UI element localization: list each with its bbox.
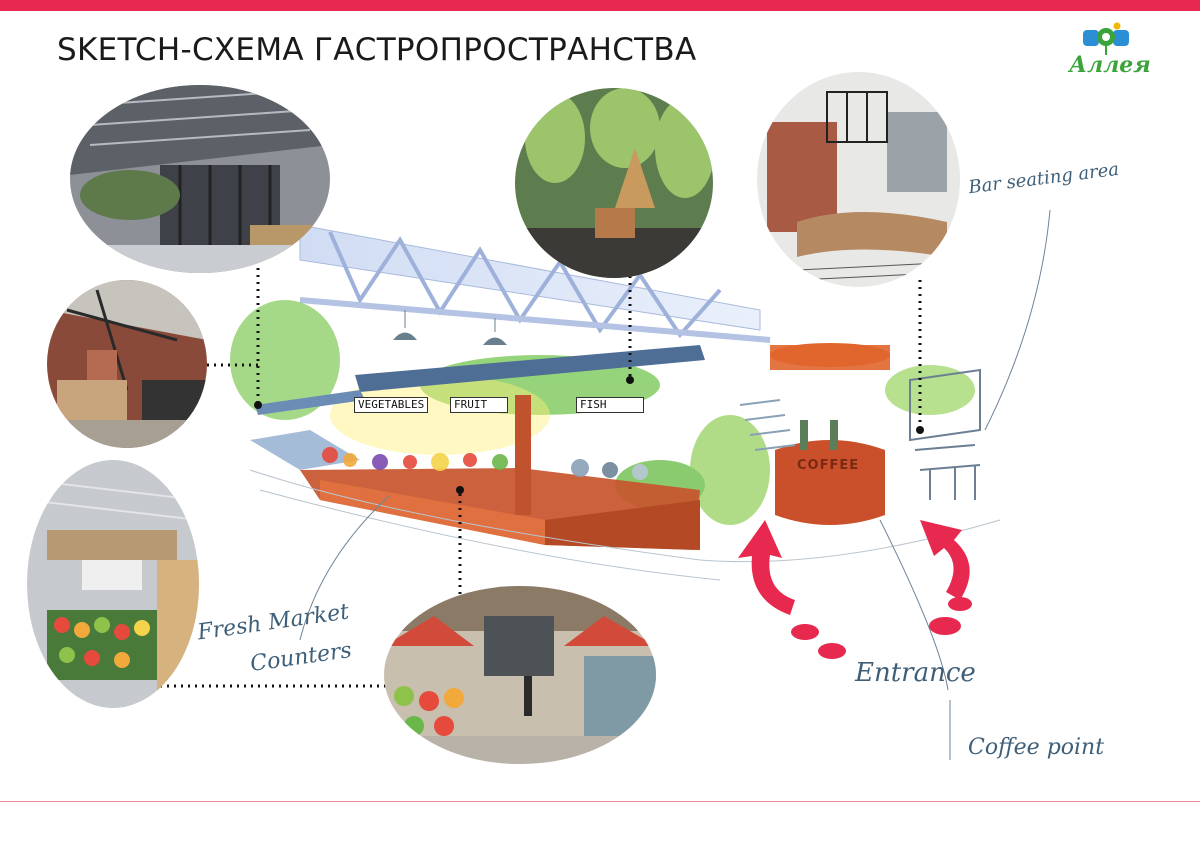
vegetables-sign: VEGETABLES	[354, 397, 429, 413]
alleya-logo: Аллея	[1055, 22, 1165, 82]
entrance-annotation: Entrance	[855, 658, 976, 688]
stairs	[739, 399, 796, 451]
market-counters	[250, 395, 700, 550]
fish-sign: FISH	[576, 397, 644, 413]
coffee-point-annotation: Coffee point	[968, 735, 1105, 760]
bottom-divider	[0, 801, 1200, 802]
logo-mark-icon	[1083, 22, 1129, 55]
photo-connectors	[160, 255, 922, 688]
top-accent-bar	[0, 0, 1200, 11]
entrance-arrows	[738, 520, 972, 659]
roof-truss	[299, 224, 771, 343]
coffee-kiosk-label: COFFEE	[797, 458, 860, 473]
bar-seating	[909, 368, 981, 500]
logo-wordmark: Аллея	[1069, 52, 1151, 78]
glass-pavilion-photo	[70, 85, 330, 273]
page-title: SKETCH-СХЕМА ГАСТРОПРОСТРАНСТВА	[57, 32, 697, 68]
bar-counter-sketch-photo	[757, 72, 960, 287]
brick-hall-counter-photo	[47, 280, 207, 448]
coffee-kiosk	[770, 343, 890, 525]
market-aisle-photo	[384, 586, 656, 764]
hanging-greenery-photo	[515, 88, 713, 278]
market-stalls-overview-photo	[27, 460, 199, 708]
fruit-sign: FRUIT	[450, 397, 508, 413]
